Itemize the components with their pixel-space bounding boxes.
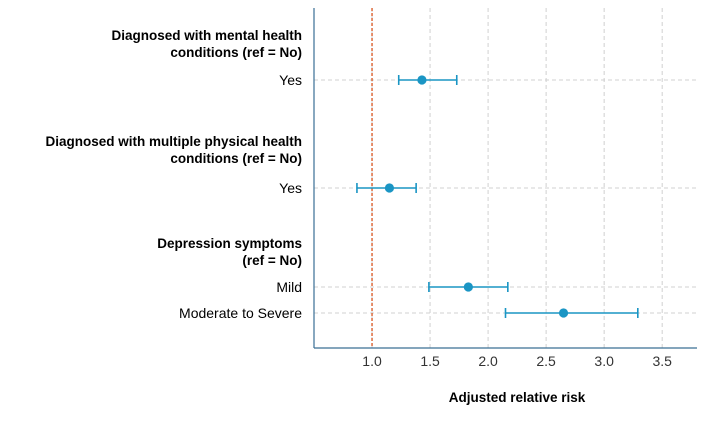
estimate-point (463, 282, 473, 292)
x-tick-label-1.0: 1.0 (362, 353, 382, 369)
x-axis-title: Adjusted relative risk (449, 390, 586, 405)
x-tick-label-3.0: 3.0 (594, 353, 614, 369)
row-labels: Diagnosed with mental health conditions (… (45, 28, 302, 321)
group-title-3-line-1: Depression symptoms (157, 236, 302, 251)
row-label-yes: Yes (279, 180, 302, 196)
estimate-point (384, 183, 395, 193)
x-tick-label-2.5: 2.5 (536, 353, 556, 369)
estimate-point (558, 308, 569, 318)
x-tick-labels: 1.0 1.5 2.0 2.5 3.0 3.5 (362, 353, 672, 369)
group-title-3-line-2: (ref = No) (242, 253, 302, 268)
row-label-mild: Mild (276, 279, 302, 295)
estimates (356, 75, 639, 318)
x-tick-label-3.5: 3.5 (652, 353, 672, 369)
row-label-moderate-to-severe: Moderate to Severe (179, 305, 302, 321)
group-title-1-line-2: conditions (ref = No) (170, 45, 302, 60)
row-label-yes: Yes (279, 72, 302, 88)
estimate-point (417, 75, 427, 85)
group-title-1-line-1: Diagnosed with mental health (111, 28, 302, 43)
x-tick-label-2.0: 2.0 (478, 353, 498, 369)
group-title-2-line-1: Diagnosed with multiple physical health (45, 134, 302, 149)
group-title-2-line-2: conditions (ref = No) (170, 151, 302, 166)
x-tick-label-1.5: 1.5 (420, 353, 440, 369)
axes (313, 8, 697, 349)
